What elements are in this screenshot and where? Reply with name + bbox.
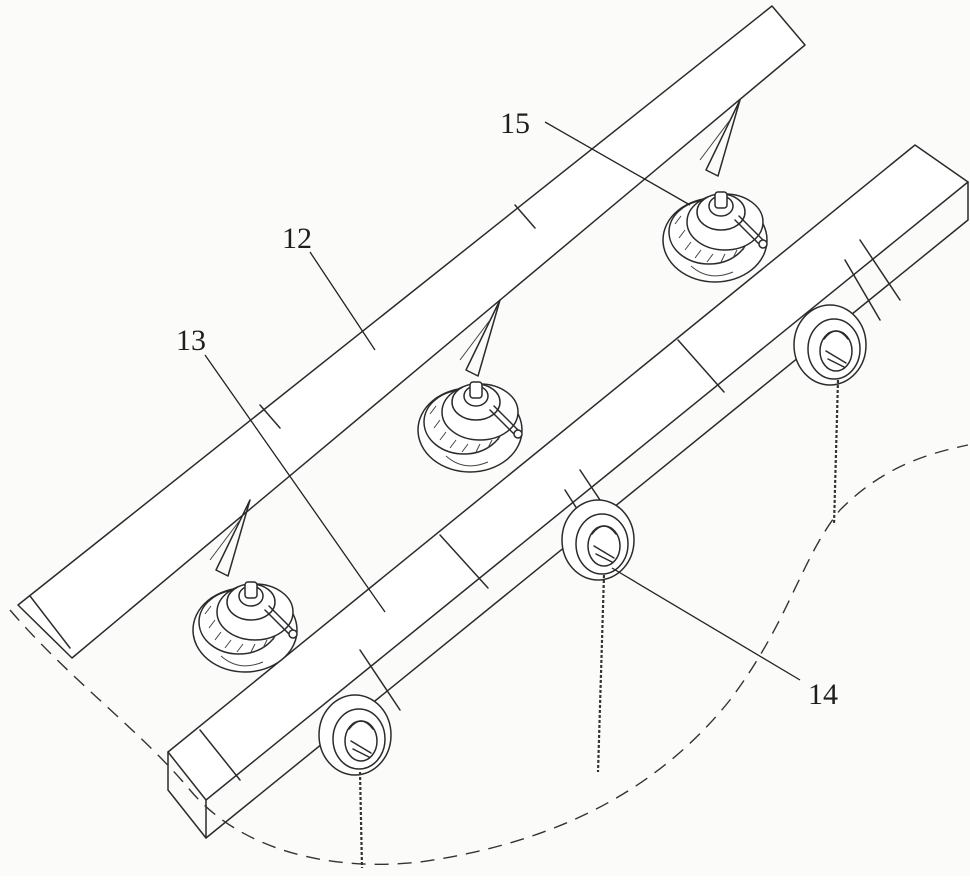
callout-12: 12 [282,222,312,255]
boundary-dashed [9,444,969,865]
mechanism-bottom [192,581,298,673]
mechanism-top [662,191,768,283]
callout-14: 14 [808,678,838,711]
roller-right [793,304,867,386]
cables [358,379,840,869]
upper-rail [17,5,806,659]
lower-rail [167,144,969,839]
callout-15: 15 [500,107,530,140]
mechanism-middle [417,381,523,473]
callout-13: 13 [176,324,206,357]
roller-left [318,694,392,776]
leader-lines [204,121,801,681]
roller-middle [561,499,635,581]
